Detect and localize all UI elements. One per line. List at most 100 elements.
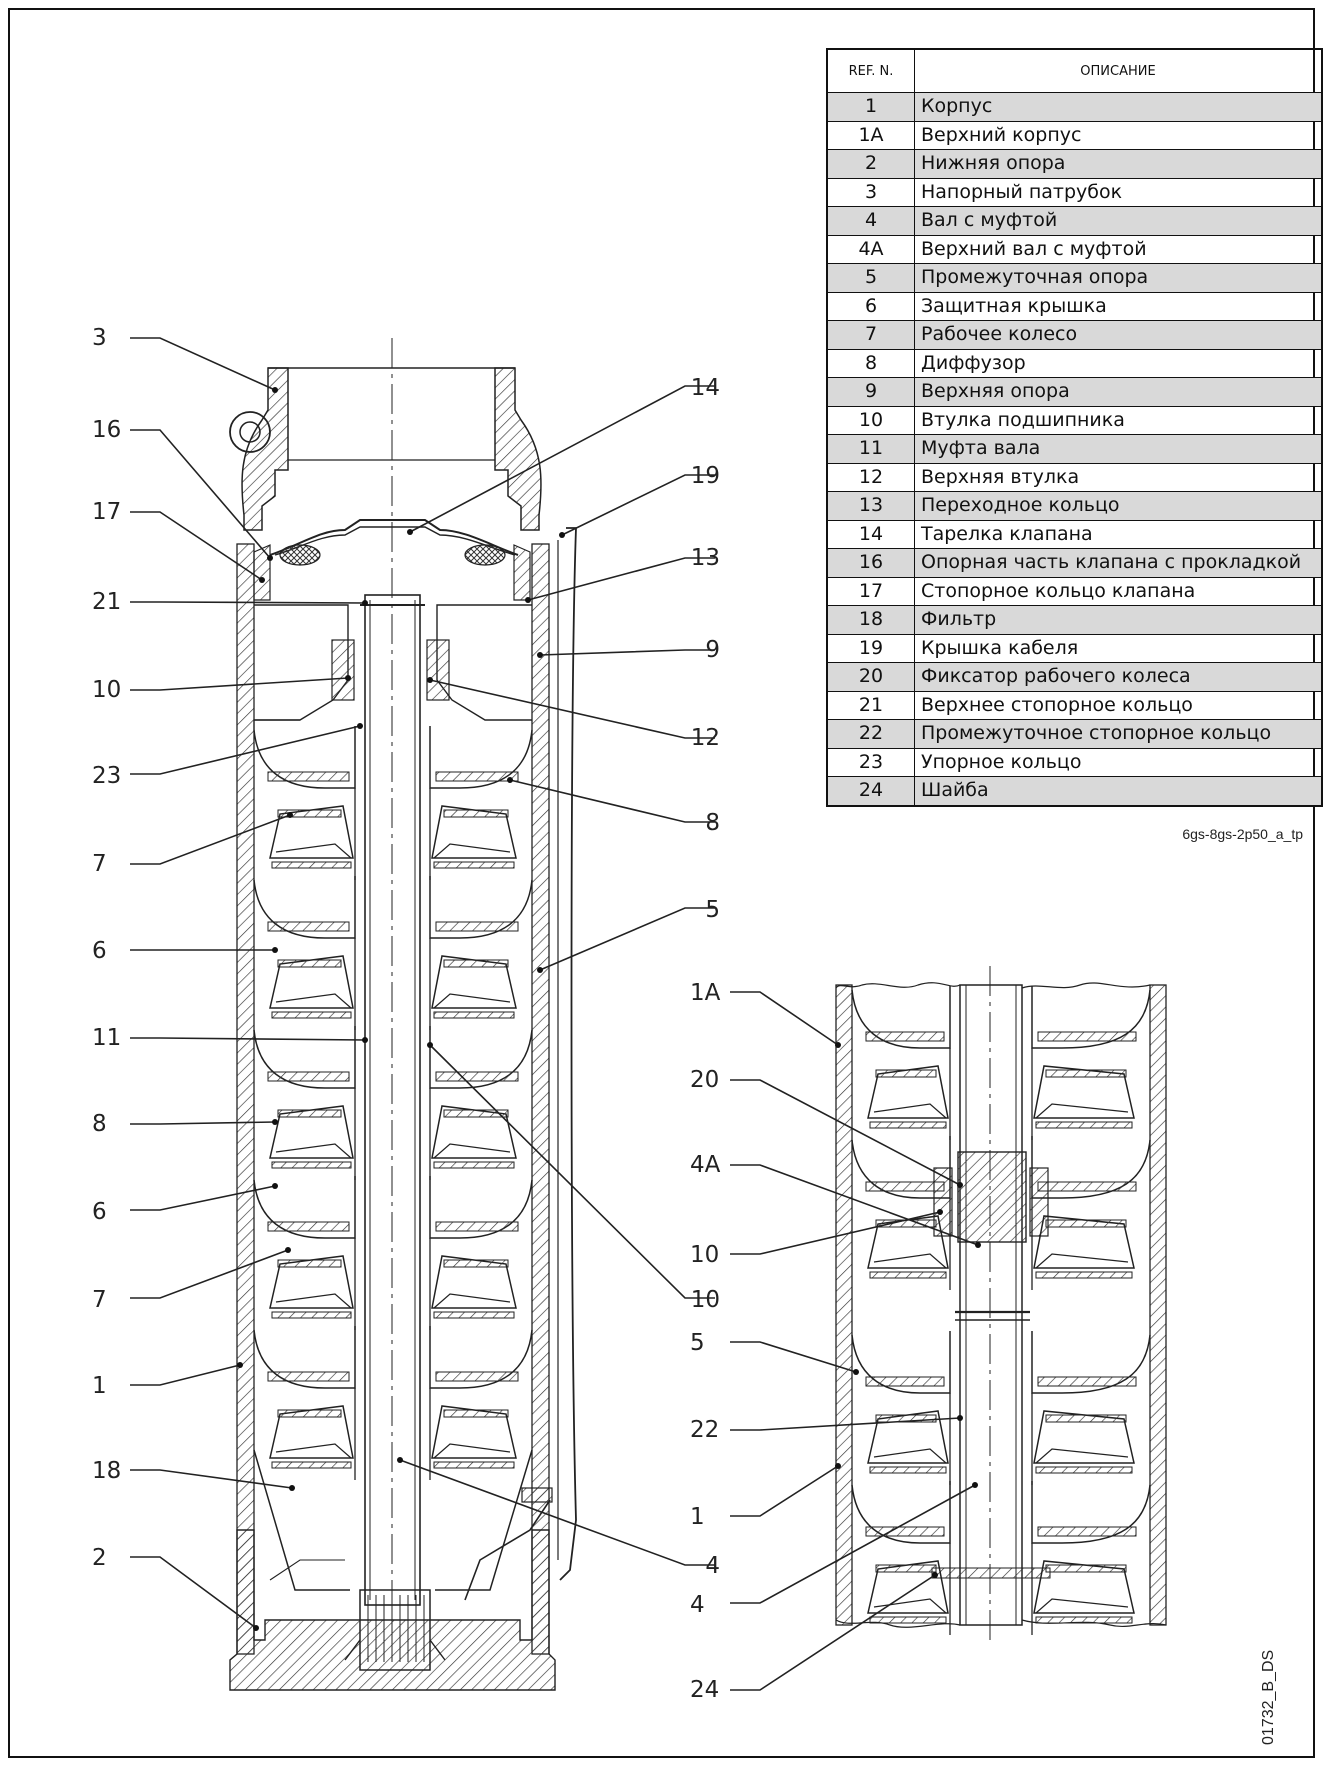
callout-dot [932, 1572, 938, 1578]
valve [253, 519, 531, 601]
callout-label: 4 [705, 1553, 720, 1579]
callout-dot [525, 597, 531, 603]
callout-leader [130, 1469, 293, 1489]
callout-leader [539, 649, 715, 656]
legend-header-desc: ОПИСАНИЕ [914, 48, 1323, 93]
callout-dot [357, 723, 363, 729]
legend-ref-number: 9 [826, 377, 915, 407]
callout-label: 14 [691, 375, 720, 401]
callout-leader [730, 1341, 857, 1373]
legend-description: Верхняя опора [914, 377, 1323, 407]
legend-ref-number: 22 [826, 719, 915, 749]
legend-description: Тарелка клапана [914, 519, 1323, 549]
callout-dot [957, 1415, 963, 1421]
callout-label: 11 [92, 1025, 121, 1051]
legend-description: Корпус [914, 92, 1323, 122]
callout-dot [427, 1042, 433, 1048]
callout-dot [272, 947, 278, 953]
legend-description: Верхняя втулка [914, 462, 1323, 492]
callout-label: 18 [92, 1458, 121, 1484]
casing-left-wall [236, 543, 255, 1655]
callout-leader [130, 511, 263, 581]
upper-bearing [253, 604, 532, 730]
callout-label: 8 [92, 1111, 107, 1137]
legend-description: Стопорное кольцо клапана [914, 576, 1323, 606]
document-code: 01732_B_DS [1260, 1649, 1277, 1745]
cable-guard [559, 527, 577, 1581]
legend-ref-number: 13 [826, 491, 915, 521]
callout-dot [259, 577, 265, 583]
callout-label: 20 [690, 1067, 719, 1093]
callout-leader [561, 474, 715, 536]
callout-dot [272, 1119, 278, 1125]
legend-ref-number: 20 [826, 662, 915, 692]
callout-leader [730, 1484, 976, 1604]
callout-leader [130, 725, 361, 775]
callout-label: 22 [690, 1417, 719, 1443]
callout-label: 19 [691, 463, 720, 489]
legend-ref-number: 3 [826, 177, 915, 207]
callout-label: 10 [691, 1287, 720, 1313]
legend-header-row: REF. N. ОПИСАНИЕ [826, 48, 1323, 93]
legend-ref-number: 17 [826, 576, 915, 606]
callout-leader [130, 1037, 366, 1041]
legend-description: Опорная часть клапана с прокладкой [914, 548, 1323, 578]
callout-dot [972, 1482, 978, 1488]
legend-ref-number: 10 [826, 405, 915, 435]
callout-dot [957, 1182, 963, 1188]
legend-ref-number: 2 [826, 149, 915, 179]
callout-dot [537, 652, 543, 658]
callout-dot [272, 387, 278, 393]
callout-dot [559, 532, 565, 538]
callout-dot [272, 1183, 278, 1189]
callout-label: 24 [690, 1677, 719, 1703]
callout-label: 10 [690, 1242, 719, 1268]
callout-leader [130, 1185, 276, 1211]
callout-leader [730, 1465, 839, 1517]
callout-label: 1A [690, 980, 721, 1006]
legend-ref-number: 24 [826, 776, 915, 806]
callout-leader [130, 1556, 257, 1629]
callout-leader [130, 337, 276, 391]
callout-dot [362, 1037, 368, 1043]
callout-leader [130, 1121, 276, 1125]
callout-leader [130, 429, 271, 559]
callout-leader [730, 1211, 941, 1255]
callout-label: 7 [92, 851, 107, 877]
callouts: 3161721102376118671182141913912851041A20… [92, 325, 981, 1703]
callout-dot [507, 777, 513, 783]
legend-ref-number: 4 [826, 206, 915, 236]
legend-reference-code: 6gs-8gs-2p50_a_tp [1182, 826, 1303, 842]
callout-label: 17 [92, 499, 121, 525]
callout-leader [130, 601, 366, 604]
callout-label: 5 [705, 897, 720, 923]
legend-description: Фиксатор рабочего колеса [914, 662, 1323, 692]
callout-dot [397, 1457, 403, 1463]
callout-dot [853, 1369, 859, 1375]
legend-description: Рабочее колесо [914, 320, 1323, 350]
callout-label: 3 [92, 325, 107, 351]
legend-description: Диффузор [914, 348, 1323, 378]
callout-label: 16 [92, 417, 121, 443]
callout-leader [130, 814, 291, 865]
callout-dot [937, 1209, 943, 1215]
callout-leader [130, 1364, 241, 1386]
callout-label: 1 [92, 1373, 107, 1399]
legend-description: Втулка подшипника [914, 405, 1323, 435]
legend-ref-number: 16 [826, 548, 915, 578]
callout-leader [730, 1164, 979, 1246]
